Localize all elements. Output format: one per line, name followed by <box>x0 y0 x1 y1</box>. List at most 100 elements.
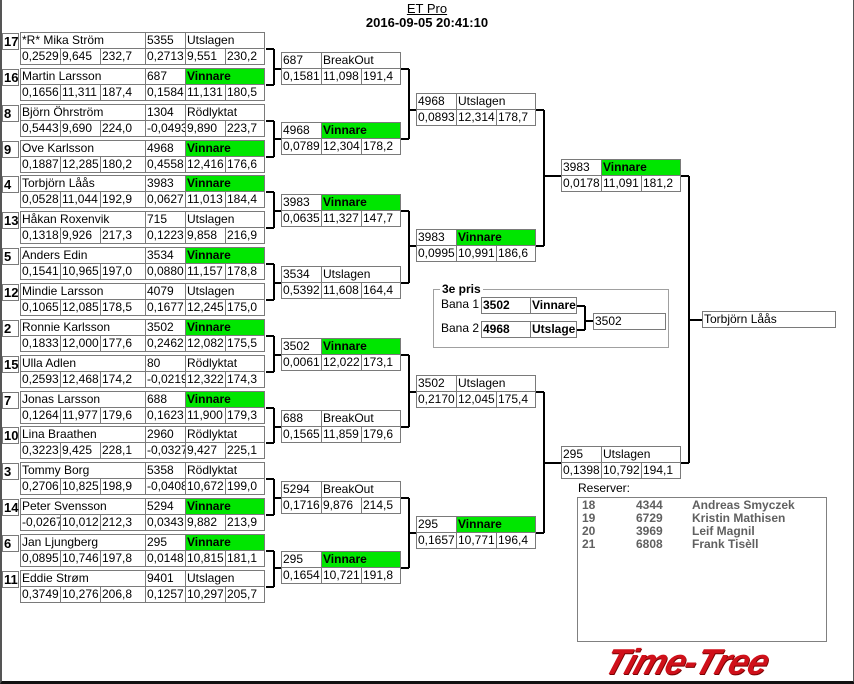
entrant-et: 11,977 <box>60 407 101 424</box>
round3-result-et: 12,045 <box>456 391 497 408</box>
round1-result-speed: 175,0 <box>225 299 265 316</box>
entrant-et: 12,085 <box>60 299 101 316</box>
reserve-name: Leif Magnil <box>692 524 755 538</box>
round1-result-reaction: 0,0343 <box>145 514 186 531</box>
round1-result-status: Utslagen <box>185 570 265 587</box>
entrant-et: 12,285 <box>60 156 101 173</box>
round4-result-number: 3983 <box>561 159 602 176</box>
entrant-et: 12,468 <box>60 371 101 388</box>
time-tree-logo: Time-Tree <box>599 641 775 682</box>
entrant-reaction: 0,2706 <box>20 478 61 495</box>
round1-result-et: 9,890 <box>185 120 226 137</box>
round1-result-status: Vinnare <box>185 534 265 551</box>
entrant-reaction: 0,5443 <box>20 120 61 137</box>
entrant-reaction: 0,1318 <box>20 227 61 244</box>
entrant-reaction: -0,0267 <box>20 514 61 531</box>
seed-number: 5 <box>2 248 19 265</box>
reserve-number: 4344 <box>636 498 663 512</box>
entrant-speed: 224,0 <box>100 120 146 137</box>
entrant-speed: 180,2 <box>100 156 146 173</box>
round1-result-speed: 175,5 <box>225 335 265 352</box>
reserve-item[interactable]: 20 3969 Leif Magnil <box>582 525 826 538</box>
reserves-label: Reserver: <box>578 481 631 495</box>
entrant-name: Ronnie Karlsson <box>20 319 146 336</box>
entrant-speed: 232,7 <box>100 48 146 65</box>
entrant-reaction: 0,3223 <box>20 442 61 459</box>
round1-result-reaction: 0,1623 <box>145 407 186 424</box>
round1-result-speed: 181,1 <box>225 550 265 567</box>
round1-result-status: Vinnare <box>185 391 265 408</box>
reserve-number: 3969 <box>636 524 663 538</box>
seed-number: 8 <box>2 105 19 122</box>
entrant-name: Håkan Roxenvik <box>20 211 146 228</box>
round3-result-speed: 186,6 <box>496 245 536 262</box>
entrant-et: 10,276 <box>60 586 101 603</box>
round2-result-et: 10,721 <box>321 567 362 584</box>
entrant-reaction: 0,1887 <box>20 156 61 173</box>
entrant-et: 10,012 <box>60 514 101 531</box>
entrant-name: Anders Edin <box>20 247 146 264</box>
round1-result-status: Rödlyktat <box>185 426 265 443</box>
round1-result-reaction: 0,2713 <box>145 48 186 65</box>
reserve-seed: 20 <box>582 524 596 538</box>
round4-result-reaction: 0,0178 <box>561 175 602 192</box>
round4-result-speed: 181,2 <box>641 175 681 192</box>
entrant-speed: 228,1 <box>100 442 146 459</box>
round4-result-number: 295 <box>561 446 602 463</box>
round1-result-status: Vinnare <box>185 175 265 192</box>
round4-result-et: 10,792 <box>601 462 642 479</box>
round1-result-number: 80 <box>145 355 186 372</box>
entrant-speed: 177,6 <box>100 335 146 352</box>
round3-result-speed: 196,4 <box>496 532 536 549</box>
entrant-reaction: 0,1656 <box>20 84 61 101</box>
round1-result-reaction: -0,0493 <box>145 120 186 137</box>
round2-result-reaction: 0,1716 <box>281 497 322 514</box>
entrant-speed: 192,9 <box>100 191 146 208</box>
entrant-speed: 174,2 <box>100 371 146 388</box>
round1-result-et: 9,427 <box>185 442 226 459</box>
round3-result-number: 3983 <box>416 229 457 246</box>
round2-result-reaction: 0,0789 <box>281 138 322 155</box>
round2-result-status: Utslagen <box>321 266 401 283</box>
entrant-name: Peter Svensson <box>20 498 146 515</box>
round1-result-et: 12,322 <box>185 371 226 388</box>
round1-result-number: 688 <box>145 391 186 408</box>
entrant-et: 11,044 <box>60 191 101 208</box>
reserve-seed: 18 <box>582 498 596 512</box>
entrant-name: Lina Braathen <box>20 426 146 443</box>
round1-result-status: Rödlyktat <box>185 104 265 121</box>
round1-result-number: 3983 <box>145 175 186 192</box>
round3-result-reaction: 0,2170 <box>416 391 457 408</box>
round1-result-status: Utslagen <box>185 32 265 49</box>
round2-result-reaction: 0,5392 <box>281 282 322 299</box>
round1-result-status: Utslagen <box>185 283 265 300</box>
round2-result-speed: 178,2 <box>361 138 401 155</box>
reserve-number: 6808 <box>636 537 663 551</box>
round1-result-number: 295 <box>145 534 186 551</box>
round1-result-reaction: 0,2462 <box>145 335 186 352</box>
entrant-speed: 206,8 <box>100 586 146 603</box>
round2-result-et: 11,327 <box>321 210 362 227</box>
round2-result-number: 3534 <box>281 266 322 283</box>
round1-result-et: 10,297 <box>185 586 226 603</box>
seed-number: 7 <box>2 392 19 409</box>
round2-result-speed: 164,4 <box>361 282 401 299</box>
round1-result-status: Rödlyktat <box>185 462 265 479</box>
round3-result-status: Utslagen <box>456 93 536 110</box>
entrant-name: Ove Karlsson <box>20 140 146 157</box>
round3-result-reaction: 0,0893 <box>416 109 457 126</box>
round1-result-speed: 230,2 <box>225 48 265 65</box>
round1-result-reaction: 0,1223 <box>145 227 186 244</box>
lane-2-status: Utslagen <box>530 321 577 338</box>
round1-result-speed: 225,1 <box>225 442 265 459</box>
seed-number: 2 <box>2 320 19 337</box>
round2-result-et: 12,304 <box>321 138 362 155</box>
round2-result-number: 3983 <box>281 194 322 211</box>
round4-result-status: Utslagen <box>601 446 681 463</box>
round2-result-number: 295 <box>281 551 322 568</box>
